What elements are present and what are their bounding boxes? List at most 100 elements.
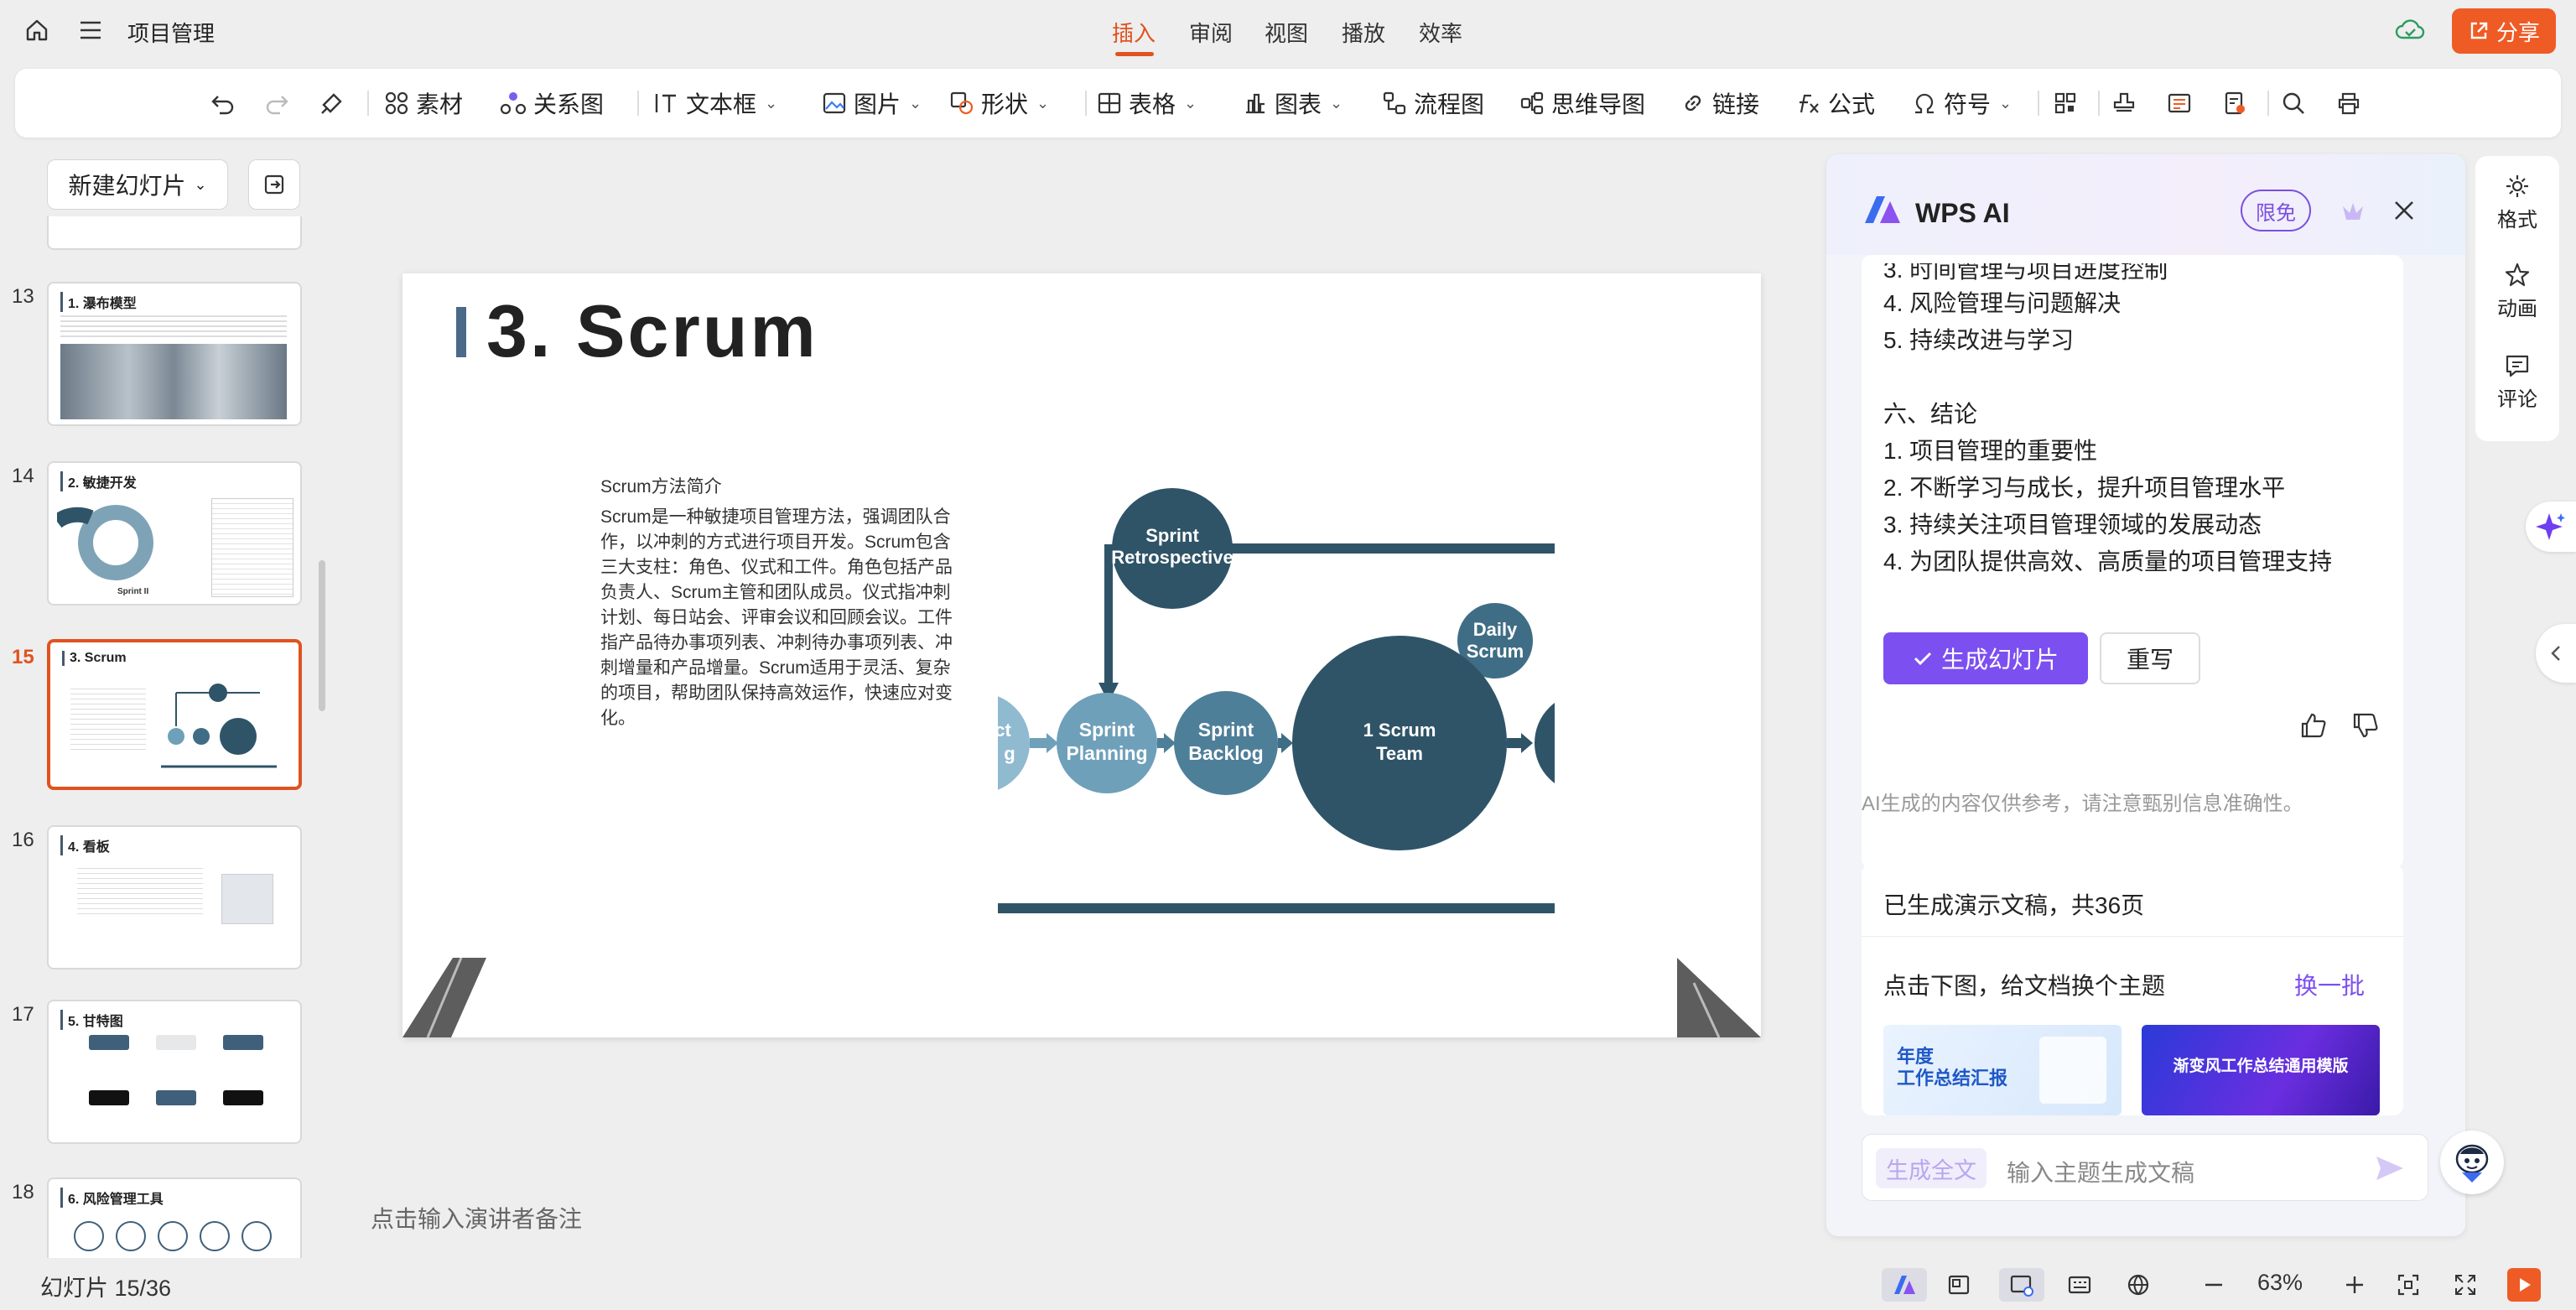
corner-decoration-right — [1677, 958, 1761, 1037]
slide-thumb-14[interactable]: 2. 敏捷开发 Sprint II — [47, 461, 302, 606]
checklist-button[interactable] — [2222, 86, 2247, 121]
rewrite-button[interactable]: 重写 — [2100, 632, 2200, 684]
picture-button[interactable]: 图片⌄ — [822, 86, 922, 121]
fullscreen-icon — [2455, 1275, 2475, 1295]
membership-icon[interactable] — [2338, 196, 2368, 225]
zoom-in-button[interactable] — [2338, 1268, 2371, 1302]
theme-card-2[interactable]: 渐变风工作总结通用模版 — [2142, 1025, 2380, 1115]
topic-input-placeholder[interactable]: 输入主题生成文稿 — [2007, 1160, 2195, 1186]
outline-line: 5. 持续改进与学习 — [1883, 327, 2075, 353]
web-view-button[interactable] — [2122, 1268, 2155, 1302]
intro-heading[interactable]: Scrum方法简介 — [600, 477, 722, 496]
symbol-button[interactable]: 符号⌄ — [1912, 86, 2012, 121]
slide-thumb-16[interactable]: 4. 看板 — [47, 825, 302, 970]
normal-view-button[interactable] — [1942, 1268, 1976, 1302]
team-label-2: Team — [1376, 743, 1423, 764]
tab-efficiency[interactable]: 效率 — [1419, 21, 1463, 46]
play-slideshow-button[interactable] — [2507, 1268, 2541, 1302]
collapse-panel-button[interactable] — [2536, 624, 2576, 683]
thumbnail-scrollbar[interactable] — [319, 560, 325, 711]
swap-batch-link[interactable]: 换一批 — [2294, 973, 2366, 999]
thumbs-up-icon[interactable] — [2299, 711, 2328, 740]
slide-thumb-17[interactable]: 5. 甘特图 — [47, 1000, 302, 1144]
redo-button[interactable] — [263, 86, 290, 121]
fit-window-button[interactable] — [2392, 1268, 2425, 1302]
slide-title[interactable]: 3. Scrum — [486, 289, 818, 372]
property-strip: 格式 动画 评论 — [2475, 156, 2559, 441]
generated-info: 已生成演示文稿，共36页 — [1883, 892, 2145, 918]
undo-button[interactable] — [210, 86, 236, 121]
ai-topic-input[interactable]: 生成全文 输入主题生成文稿 — [1862, 1134, 2428, 1201]
tab-play[interactable]: 播放 — [1342, 21, 1386, 46]
relation-diagram-button[interactable]: 关系图 — [500, 86, 604, 121]
theme-card-1[interactable]: 年度 工作总结汇报 — [1883, 1025, 2122, 1115]
search-button[interactable] — [2281, 86, 2306, 121]
qrcode-button[interactable] — [2053, 86, 2078, 121]
theme-prompt: 点击下图，给文档换个主题 — [1883, 973, 2166, 999]
format-panel-button[interactable]: 格式 — [2475, 173, 2559, 232]
flow-arrow — [1030, 738, 1048, 748]
cloud-sync-icon[interactable] — [2388, 8, 2432, 52]
search-icon — [2283, 92, 2304, 114]
notes-view-button[interactable] — [2063, 1268, 2096, 1302]
outline-line: 2. 不断学习与成长，提升项目管理水平 — [1883, 475, 2286, 501]
home-icon[interactable] — [15, 8, 59, 52]
retro-connector — [1216, 543, 1555, 554]
slide-thumb-13[interactable]: 1. 瀑布模型 — [47, 282, 302, 426]
slide-thumb-15[interactable]: 3. Scrum — [47, 639, 302, 790]
ai-mode-button[interactable] — [1882, 1268, 1927, 1302]
ai-sparkle-button[interactable] — [2526, 502, 2576, 552]
share-button[interactable]: 分享 — [2452, 8, 2556, 54]
formula-button[interactable]: 公式 — [1796, 86, 1875, 121]
send-icon[interactable] — [2374, 1153, 2406, 1183]
zoom-level[interactable]: 63% — [2257, 1270, 2303, 1295]
waterfall-image — [60, 344, 287, 419]
ai-assistant-avatar[interactable] — [2440, 1131, 2504, 1194]
thumbs-down-icon[interactable] — [2351, 711, 2380, 740]
slide-view-button[interactable] — [1999, 1268, 2044, 1302]
relation-diagram-icon — [500, 92, 527, 115]
tab-view[interactable]: 视图 — [1265, 21, 1309, 46]
comment-panel-button[interactable]: 评论 — [2475, 352, 2559, 412]
ai-disclaimer: AI生成的内容仅供参考，请注意甄别信息准确性。 — [1862, 793, 2303, 815]
table-icon — [1098, 92, 1121, 114]
scrum-diagram[interactable]: Sprint Retrospective Daily Scrum ct g Sp… — [998, 475, 1576, 944]
speaker-notes-input[interactable]: 点击输入演讲者备注 — [371, 1206, 583, 1232]
document-title: 项目管理 — [127, 21, 216, 46]
title-accent-bar — [456, 307, 466, 357]
chart-icon — [1246, 93, 1265, 114]
generate-slides-button[interactable]: 生成幻灯片 — [1883, 632, 2088, 684]
textbox-button[interactable]: 文本框⌄ — [654, 86, 777, 121]
flowchart-button[interactable]: 流程图 — [1382, 86, 1484, 121]
ai-panel-title: WPS AI — [1915, 198, 2010, 228]
zoom-out-button[interactable] — [2197, 1268, 2231, 1302]
generate-full-tag[interactable]: 生成全文 — [1876, 1148, 1987, 1188]
slide-thumb-12-partial[interactable] — [47, 216, 302, 250]
table-button[interactable]: 表格⌄ — [1097, 86, 1197, 121]
intro-text[interactable]: Scrum是一种敏捷项目管理方法，强调团队合作，以冲刺的方式进行项目开发。Scr… — [600, 507, 953, 728]
format-painter-button[interactable] — [319, 86, 345, 121]
fullscreen-button[interactable] — [2449, 1268, 2482, 1302]
shape-button[interactable]: 形状⌄ — [949, 86, 1049, 121]
slide-counter: 幻灯片 15/36 — [40, 1276, 172, 1301]
print-button[interactable] — [2336, 86, 2361, 121]
mindmap-button[interactable]: 思维导图 — [1519, 86, 1645, 121]
form-button[interactable] — [2167, 86, 2192, 121]
outline-view-button[interactable] — [248, 159, 300, 210]
format-label: 格式 — [2497, 209, 2537, 231]
tab-insert[interactable]: 插入 — [1112, 21, 1156, 46]
material-icon — [385, 91, 408, 115]
link-button[interactable]: 链接 — [1680, 86, 1759, 121]
tab-review[interactable]: 审阅 — [1189, 21, 1233, 46]
material-button[interactable]: 素材 — [384, 86, 463, 121]
slide-canvas[interactable]: 3. Scrum Scrum方法简介 Scrum是一种敏捷项目管理方法，强调团队… — [402, 273, 1761, 1037]
close-icon[interactable] — [2392, 198, 2417, 223]
stamp-button[interactable] — [2111, 86, 2137, 121]
slide-thumb-18[interactable]: 6. 风险管理工具 — [47, 1177, 302, 1258]
animation-panel-button[interactable]: 动画 — [2475, 262, 2559, 321]
new-slide-button[interactable]: 新建幻灯片 ⌄ — [47, 159, 228, 210]
picture-icon — [823, 92, 846, 114]
menu-icon[interactable] — [69, 8, 112, 52]
chart-button[interactable]: 图表⌄ — [1243, 86, 1343, 121]
generate-slides-label: 生成幻灯片 — [1940, 647, 2059, 673]
